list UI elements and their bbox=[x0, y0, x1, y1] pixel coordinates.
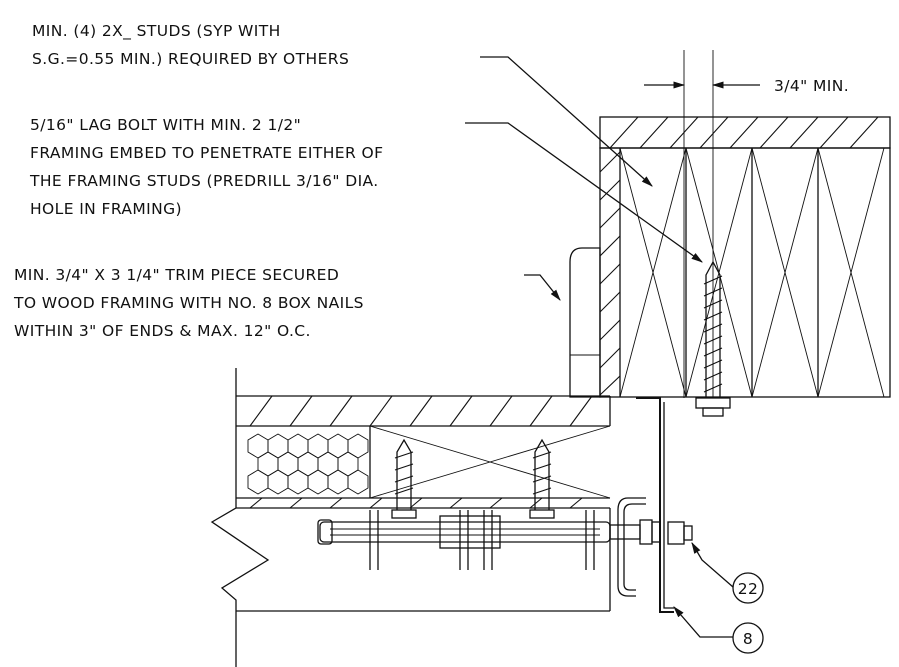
sheathing-hatching bbox=[599, 151, 621, 396]
trim-leader bbox=[524, 274, 561, 301]
fastener-callout-bubble bbox=[732, 572, 764, 604]
lag-note-line-1: 5/16" LAG BOLT WITH MIN. 2 1/2" bbox=[30, 116, 301, 134]
top-skin-hatching bbox=[249, 395, 593, 427]
steel-angle bbox=[636, 397, 674, 613]
studs-note-line-2: S.G.=0.55 MIN.) REQUIRED BY OTHERS bbox=[32, 50, 349, 68]
angle-leader bbox=[673, 606, 733, 638]
lag-bolt-washer bbox=[695, 397, 731, 409]
wood-framing-assembly bbox=[599, 116, 891, 398]
fastener-leader bbox=[691, 541, 734, 588]
detail-callouts: 22 8 bbox=[732, 572, 764, 654]
trim-board bbox=[569, 247, 601, 398]
trim-note-line-2: TO WOOD FRAMING WITH NO. 8 BOX NAILS bbox=[13, 294, 364, 312]
track-rail bbox=[317, 510, 653, 570]
angle-callout-tag: 8 bbox=[743, 630, 753, 648]
insulation-honeycomb bbox=[247, 433, 369, 495]
clip-and-fastener bbox=[617, 497, 693, 597]
trim-piece bbox=[569, 247, 601, 398]
lag-note-line-2: FRAMING EMBED TO PENETRATE EITHER OF bbox=[30, 144, 383, 162]
trim-note-line-3: WITHIN 3" OF ENDS & MAX. 12" O.C. bbox=[14, 322, 311, 340]
lower-panel-assembly bbox=[210, 368, 693, 667]
leader-lines bbox=[465, 56, 734, 638]
edge-distance-label: 3/4" MIN. bbox=[774, 77, 849, 95]
fastener-callout-tag: 22 bbox=[738, 580, 759, 598]
lag-note-line-3: THE FRAMING STUDS (PREDRILL 3/16" DIA. bbox=[29, 172, 379, 190]
header-hatching bbox=[609, 116, 879, 149]
lag-bolt-head bbox=[702, 407, 724, 417]
lag-bolt-threads bbox=[703, 275, 723, 393]
trim-note-line-1: MIN. 3/4" X 3 1/4" TRIM PIECE SECURED bbox=[14, 266, 339, 284]
general-notes: MIN. (4) 2X_ STUDS (SYP WITH S.G.=0.55 M… bbox=[13, 22, 383, 340]
panel-screws bbox=[391, 438, 555, 519]
bottom-skin-hatching bbox=[249, 497, 583, 509]
stud-block bbox=[599, 147, 891, 398]
lag-bolt-leader bbox=[465, 122, 703, 263]
studs-note-line-1: MIN. (4) 2X_ STUDS (SYP WITH bbox=[32, 22, 281, 41]
lag-bolt bbox=[695, 260, 731, 417]
framing-studs bbox=[619, 147, 885, 398]
angle-callout-bubble bbox=[732, 622, 764, 654]
studs-leader bbox=[480, 56, 653, 187]
lag-note-line-4: HOLE IN FRAMING) bbox=[30, 200, 182, 218]
